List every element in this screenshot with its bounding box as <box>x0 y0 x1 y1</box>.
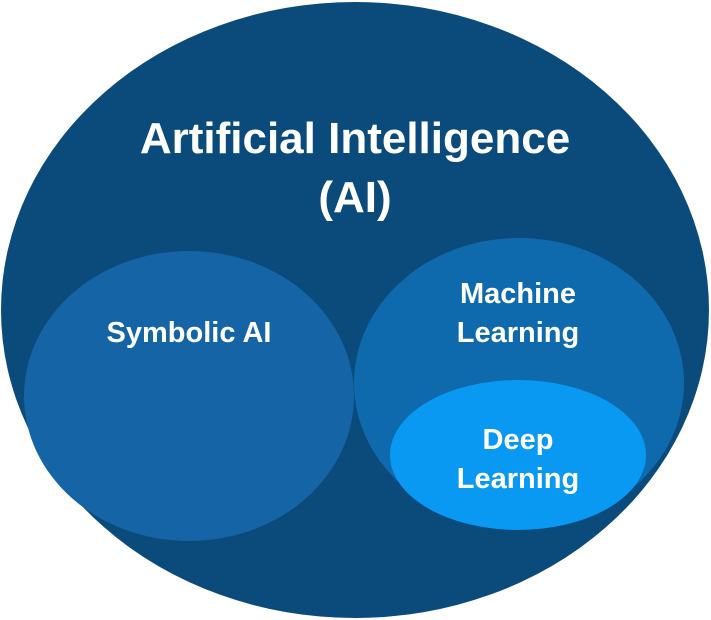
ai-title-line2: (AI) <box>318 173 391 222</box>
deep-learning-label-line1: Deep <box>483 424 554 456</box>
symbolic-ai-circle <box>24 251 354 541</box>
deep-learning-circle <box>390 380 646 530</box>
symbolic-ai-label: Symbolic AI <box>107 317 272 349</box>
machine-learning-label-line1: Machine <box>460 278 576 310</box>
machine-learning-label-line2: Learning <box>457 317 579 349</box>
ai-title-line1: Artificial Intelligence <box>140 114 570 163</box>
deep-learning-label-line2: Learning <box>457 463 579 495</box>
